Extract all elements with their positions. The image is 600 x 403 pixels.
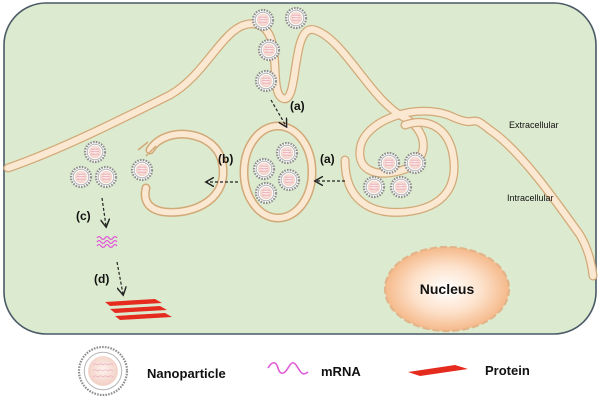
nanoparticle	[77, 345, 129, 397]
step-d-label: (d)	[94, 272, 109, 286]
legend-protein-label: Protein	[485, 363, 530, 378]
arrow-d	[116, 261, 123, 294]
nanoparticle	[251, 8, 275, 32]
nanoparticle	[83, 140, 107, 164]
nucleus: Nucleus	[383, 245, 511, 333]
nucleus-label: Nucleus	[420, 281, 475, 297]
nanoparticle	[130, 158, 154, 182]
nanoparticle	[94, 165, 118, 189]
nanoparticle	[389, 175, 413, 199]
step-b-label: (b)	[218, 152, 233, 166]
legend: Nanoparticle mRNA Protein	[77, 345, 530, 397]
step-a-side-label: (a)	[320, 152, 335, 166]
nanoparticle	[377, 151, 401, 175]
step-a-top-label: (a)	[290, 99, 305, 113]
legend-mrna-icon	[267, 361, 309, 375]
membrane-pocket	[340, 117, 459, 217]
ruptured-vesicle	[137, 129, 228, 217]
nanoparticle-group	[69, 6, 427, 205]
plasma-membrane	[3, 19, 598, 281]
protein-cytoplasm	[105, 299, 172, 320]
nanoparticle	[284, 6, 308, 30]
legend-nanoparticle-icon	[77, 345, 129, 397]
nanoparticle	[277, 168, 301, 192]
legend-mrna-label: mRNA	[321, 364, 361, 379]
nanoparticle	[362, 175, 386, 199]
arrow-a-top	[270, 99, 286, 126]
nanoparticle	[254, 181, 278, 205]
nanoparticle	[69, 165, 93, 189]
process-arrows	[102, 99, 345, 294]
step-c-label: (c)	[76, 209, 91, 223]
nanoparticle	[254, 69, 278, 93]
extracellular-label: Extracellular	[509, 120, 559, 130]
intracellular-label: Intracellular	[507, 193, 554, 203]
mrna-cytoplasm	[96, 235, 118, 249]
legend-nanoparticle-label: Nanoparticle	[147, 366, 226, 381]
nanoparticle	[257, 38, 281, 62]
nanoparticle	[403, 151, 427, 175]
nanoparticle	[252, 157, 276, 181]
nanoparticle	[275, 141, 299, 165]
legend-protein-icon	[408, 365, 468, 376]
